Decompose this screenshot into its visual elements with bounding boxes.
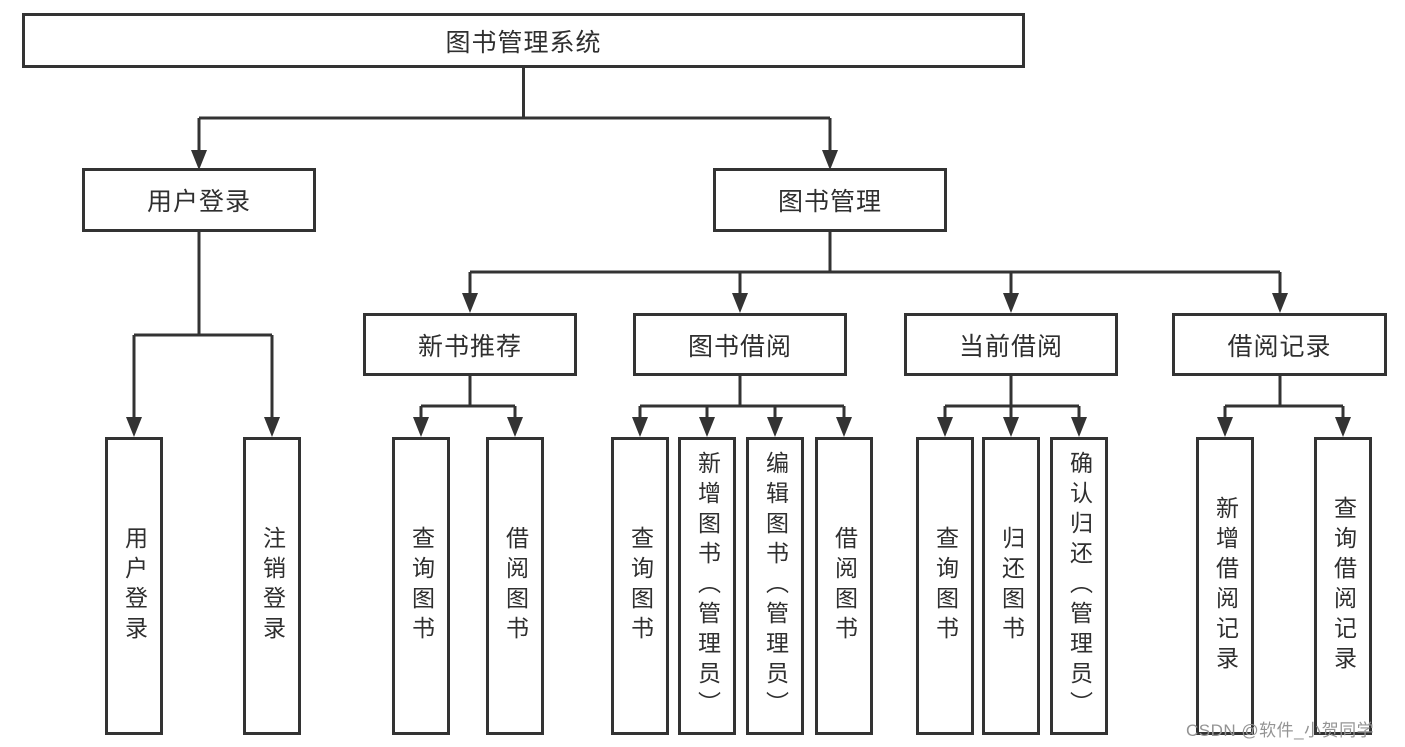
leaf-confirm-return-admin-label: 确认归还（管理员） bbox=[1066, 451, 1093, 721]
node-book-borrow: 图书借阅 bbox=[633, 313, 847, 376]
node-user-login-label: 用户登录 bbox=[146, 188, 251, 216]
arrow-down-icon bbox=[191, 150, 207, 170]
leaf-borrow-books-borrow-label: 借阅图书 bbox=[831, 526, 858, 646]
arrow-down-icon bbox=[1335, 417, 1351, 437]
leaf-borrow-books-borrow: 借阅图书 bbox=[815, 437, 873, 735]
leaf-query-books-current: 查询图书 bbox=[916, 437, 974, 735]
leaf-add-borrow-record: 新增借阅记录 bbox=[1196, 437, 1254, 735]
node-current-borrow-label: 当前借阅 bbox=[958, 332, 1063, 361]
leaf-logout-label: 注销登录 bbox=[259, 526, 286, 646]
arrowhead-icons bbox=[126, 150, 1351, 437]
leaf-query-books-borrow-label: 查询图书 bbox=[627, 526, 654, 646]
leaf-logout: 注销登录 bbox=[243, 437, 301, 735]
node-borrow-records: 借阅记录 bbox=[1172, 313, 1387, 376]
arrow-down-icon bbox=[126, 417, 142, 437]
node-root: 图书管理系统 bbox=[22, 13, 1025, 68]
leaf-confirm-return-admin: 确认归还（管理员） bbox=[1050, 437, 1108, 735]
arrow-down-icon bbox=[462, 293, 478, 313]
arrow-down-icon bbox=[699, 417, 715, 437]
leaf-user-login: 用户登录 bbox=[105, 437, 163, 735]
watermark: CSDN @软件_小贺同学 bbox=[1186, 721, 1375, 740]
arrow-down-icon bbox=[1071, 417, 1087, 437]
connector-lines bbox=[132, 68, 1345, 420]
leaf-add-book-admin: 新增图书（管理员） bbox=[678, 437, 736, 735]
arrow-down-icon bbox=[767, 417, 783, 437]
arrow-down-icon bbox=[632, 417, 648, 437]
leaf-return-book: 归还图书 bbox=[982, 437, 1040, 735]
node-user-login: 用户登录 bbox=[82, 168, 316, 232]
leaf-query-borrow-record: 查询借阅记录 bbox=[1314, 437, 1372, 735]
arrow-down-icon bbox=[836, 417, 852, 437]
leaf-user-login-label: 用户登录 bbox=[121, 526, 148, 646]
node-borrow-records-label: 借阅记录 bbox=[1227, 332, 1332, 361]
leaf-add-book-admin-label: 新增图书（管理员） bbox=[694, 451, 721, 721]
node-book-management: 图书管理 bbox=[713, 168, 947, 232]
leaf-query-books-current-label: 查询图书 bbox=[932, 526, 959, 646]
leaf-query-books-recommend-label: 查询图书 bbox=[408, 526, 435, 646]
leaf-borrow-books-recommend: 借阅图书 bbox=[486, 437, 544, 735]
arrow-down-icon bbox=[1217, 417, 1233, 437]
leaf-return-book-label: 归还图书 bbox=[998, 526, 1025, 646]
arrow-down-icon bbox=[1003, 293, 1019, 313]
node-book-management-label: 图书管理 bbox=[777, 188, 882, 216]
leaf-add-borrow-record-label: 新增借阅记录 bbox=[1212, 496, 1239, 676]
node-new-book-recommend-label: 新书推荐 bbox=[417, 332, 522, 361]
leaf-query-borrow-record-label: 查询借阅记录 bbox=[1330, 496, 1357, 676]
node-book-borrow-label: 图书借阅 bbox=[687, 332, 792, 361]
node-current-borrow: 当前借阅 bbox=[904, 313, 1118, 376]
leaf-edit-book-admin: 编辑图书（管理员） bbox=[746, 437, 804, 735]
leaf-borrow-books-recommend-label: 借阅图书 bbox=[502, 526, 529, 646]
arrow-down-icon bbox=[1272, 293, 1288, 313]
node-new-book-recommend: 新书推荐 bbox=[363, 313, 577, 376]
arrow-down-icon bbox=[507, 417, 523, 437]
arrow-down-icon bbox=[264, 417, 280, 437]
arrow-down-icon bbox=[937, 417, 953, 437]
leaf-query-books-recommend: 查询图书 bbox=[392, 437, 450, 735]
node-root-label: 图书管理系统 bbox=[445, 28, 602, 57]
arrow-down-icon bbox=[1003, 417, 1019, 437]
arrow-down-icon bbox=[822, 150, 838, 170]
arrow-down-icon bbox=[413, 417, 429, 437]
leaf-edit-book-admin-label: 编辑图书（管理员） bbox=[762, 451, 789, 721]
arrow-down-icon bbox=[732, 293, 748, 313]
leaf-query-books-borrow: 查询图书 bbox=[611, 437, 669, 735]
